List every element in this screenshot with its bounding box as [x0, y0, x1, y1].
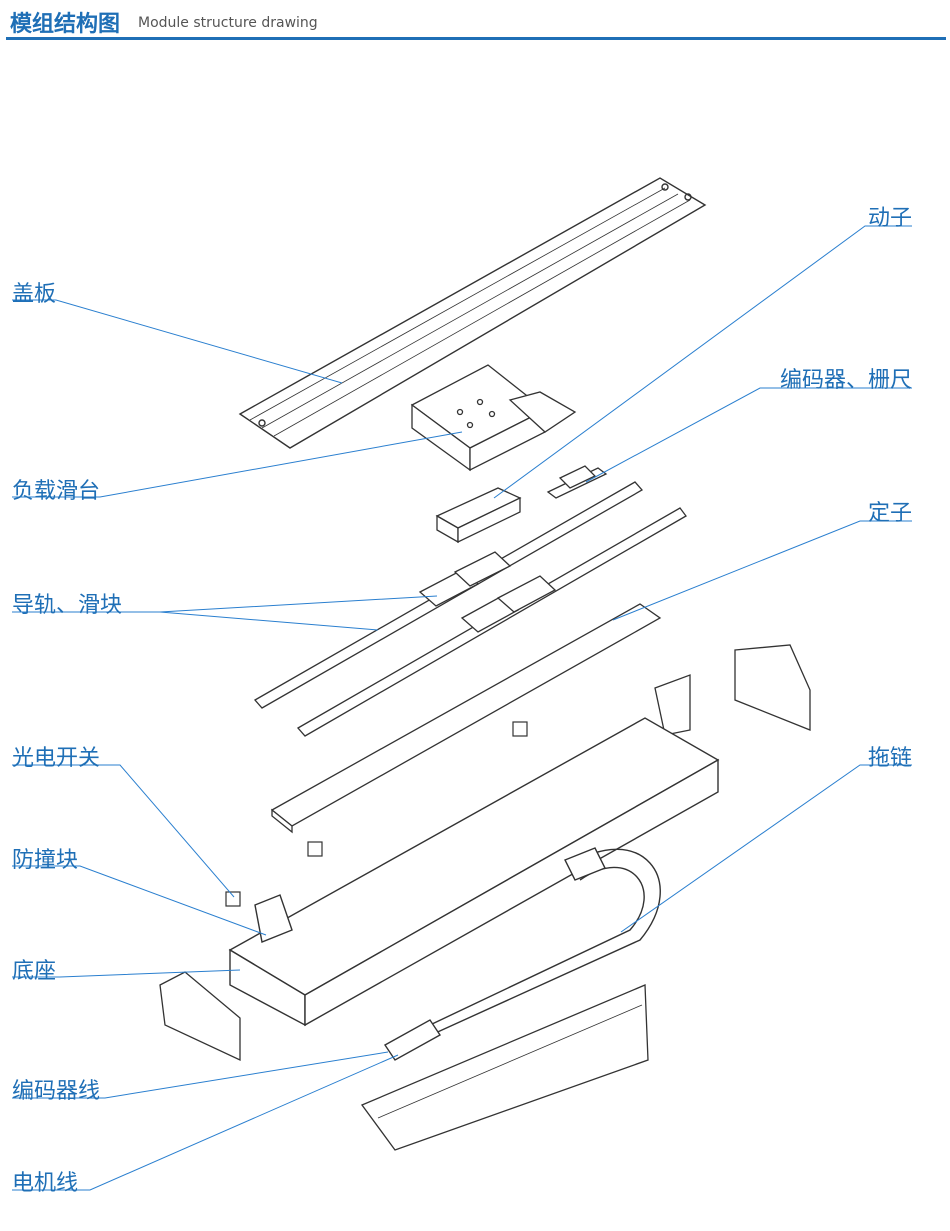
page-subtitle: Module structure drawing — [138, 15, 318, 31]
label-bumper: 防撞块 — [12, 848, 79, 873]
header-rule — [6, 37, 946, 40]
end-plates — [159, 644, 811, 1062]
page-title: 模组结构图 — [10, 12, 121, 37]
drag-chain — [383, 847, 661, 1061]
photo-switches — [225, 721, 528, 907]
label-drag-chain: 拖链 — [867, 746, 912, 771]
label-mover: 动子 — [867, 206, 912, 231]
label-rail-slider: 导轨、滑块 — [12, 593, 123, 618]
label-base: 底座 — [12, 959, 57, 984]
bottom-tray — [360, 984, 649, 1151]
header: 模组结构图 Module structure drawing — [0, 0, 950, 42]
mover — [435, 487, 522, 544]
rails — [253, 481, 687, 737]
load-carriage — [410, 364, 577, 472]
label-stator: 定子 — [867, 501, 912, 526]
label-motor-cable: 电机线 — [12, 1171, 79, 1196]
encoder-scale — [546, 465, 608, 499]
label-encoder-cable: 编码器线 — [12, 1079, 101, 1104]
label-photo-switch: 光电开关 — [12, 746, 101, 771]
label-encoder-scale: 编码器、栅尺 — [779, 368, 912, 393]
base — [228, 717, 720, 1027]
stator — [270, 603, 662, 834]
cover-plate — [238, 177, 707, 449]
leader-lines — [12, 225, 912, 1191]
label-cover: 盖板 — [12, 282, 57, 307]
label-carriage: 负载滑台 — [12, 479, 101, 504]
